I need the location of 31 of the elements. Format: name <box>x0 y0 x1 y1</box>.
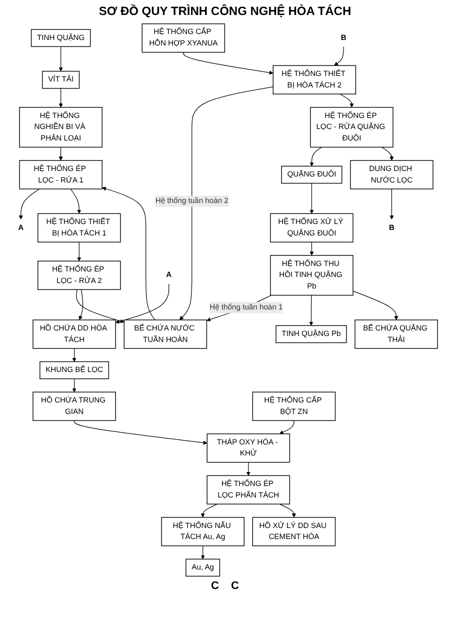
arrow <box>381 146 394 161</box>
arrow <box>58 46 63 72</box>
arrow <box>102 186 156 320</box>
arrow <box>70 188 82 214</box>
arrow <box>74 420 208 445</box>
arrow <box>340 94 354 108</box>
arrow <box>115 284 170 324</box>
arrow <box>310 182 314 214</box>
arrow <box>279 420 294 434</box>
connector-letter: C <box>211 580 219 592</box>
arrow <box>77 242 82 262</box>
arrow <box>183 52 274 75</box>
arrow <box>200 546 205 560</box>
connector-letter: C <box>231 580 239 592</box>
arrow <box>309 294 314 326</box>
arrow <box>246 462 250 476</box>
arrow <box>310 242 314 256</box>
arrow <box>58 88 63 108</box>
arrow <box>72 348 76 362</box>
arrow <box>58 146 63 161</box>
arrow <box>334 46 344 66</box>
arrow <box>390 188 394 220</box>
arrow <box>310 146 322 166</box>
arrow <box>18 188 40 220</box>
arrow <box>76 289 124 324</box>
arrow <box>200 504 218 518</box>
arrow <box>78 289 84 320</box>
arrow <box>352 290 398 320</box>
diagram-title: SƠ ĐỒ QUY TRÌNH CÔNG NGHỆ HÒA TÁCH <box>98 4 352 18</box>
arrow <box>72 378 76 392</box>
arrow <box>279 504 296 518</box>
